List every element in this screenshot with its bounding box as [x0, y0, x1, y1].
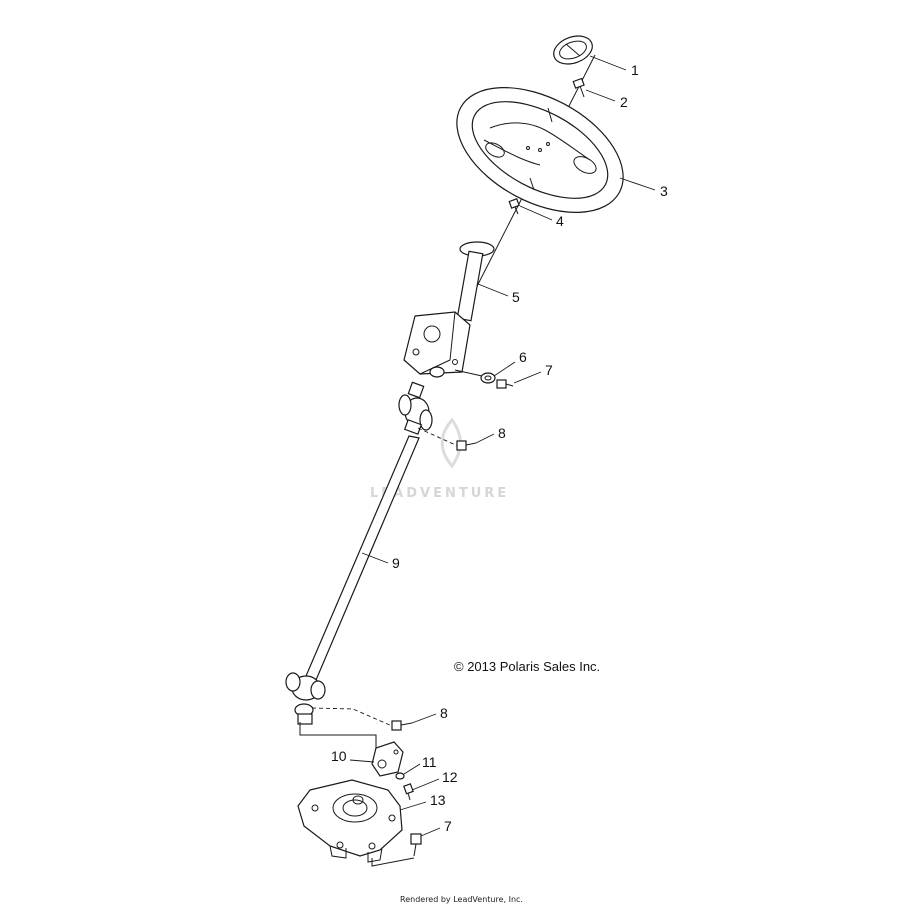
- callout-8-lower: 8: [440, 705, 448, 721]
- part-10-pinch-bracket[interactable]: [371, 741, 404, 777]
- rendered-by-text: Rendered by LeadVenture, Inc.: [400, 895, 523, 904]
- callout-4: 4: [556, 213, 564, 229]
- part-13-steering-gear[interactable]: [297, 779, 403, 863]
- callout-8-upper: 8: [498, 425, 506, 441]
- watermark-text: LEADVENTURE: [370, 486, 509, 501]
- part-8-bolt-upper[interactable]: [456, 440, 477, 451]
- callout-7-upper: 7: [545, 362, 553, 378]
- axis-line-bolt7: [454, 369, 483, 377]
- part-9-intermediate-shaft[interactable]: [305, 435, 420, 681]
- callout-9: 9: [392, 555, 400, 571]
- leader-lines: [349, 55, 656, 837]
- dash-leader-upper: [417, 427, 461, 448]
- dash-leader-lower: [311, 707, 393, 727]
- bracket-line-lower: [371, 857, 415, 867]
- part-3-steering-wheel[interactable]: [436, 62, 644, 238]
- part-7-bolt-upper[interactable]: [496, 379, 514, 389]
- callout-3: 3: [660, 183, 668, 199]
- part-6-washer[interactable]: [480, 372, 496, 384]
- watermark-flame-icon: [440, 417, 462, 469]
- callout-13: 13: [430, 792, 446, 808]
- callout-11: 11: [422, 754, 437, 770]
- callout-10: 10: [331, 748, 347, 764]
- part-12-bolt[interactable]: [403, 783, 414, 801]
- part-1-center-cap[interactable]: [550, 31, 596, 69]
- bracket-line: [299, 722, 377, 749]
- part-8-bolt-lower[interactable]: [391, 720, 413, 731]
- watermark: LEADVENTURE: [370, 417, 509, 501]
- part-5-steering-column[interactable]: [403, 241, 495, 375]
- part-2-bolt[interactable]: [572, 77, 585, 98]
- copyright-text: © 2013 Polaris Sales Inc.: [454, 659, 600, 674]
- part-7-bolt-lower[interactable]: [410, 833, 422, 857]
- callout-7-lower: 7: [444, 818, 452, 834]
- callout-1: 1: [631, 62, 639, 78]
- lower-u-joint[interactable]: [285, 672, 326, 725]
- callout-5: 5: [512, 289, 520, 305]
- callout-2: 2: [620, 94, 628, 110]
- callout-12: 12: [442, 769, 458, 785]
- upper-u-joint[interactable]: [398, 366, 445, 435]
- callout-6: 6: [519, 349, 527, 365]
- callout-numbers: 1 2 3 4 5 6 7 8 9 8 10 11 12 13 7: [331, 62, 668, 834]
- part-11-washer[interactable]: [395, 772, 405, 780]
- part-4-bolt[interactable]: [508, 198, 520, 215]
